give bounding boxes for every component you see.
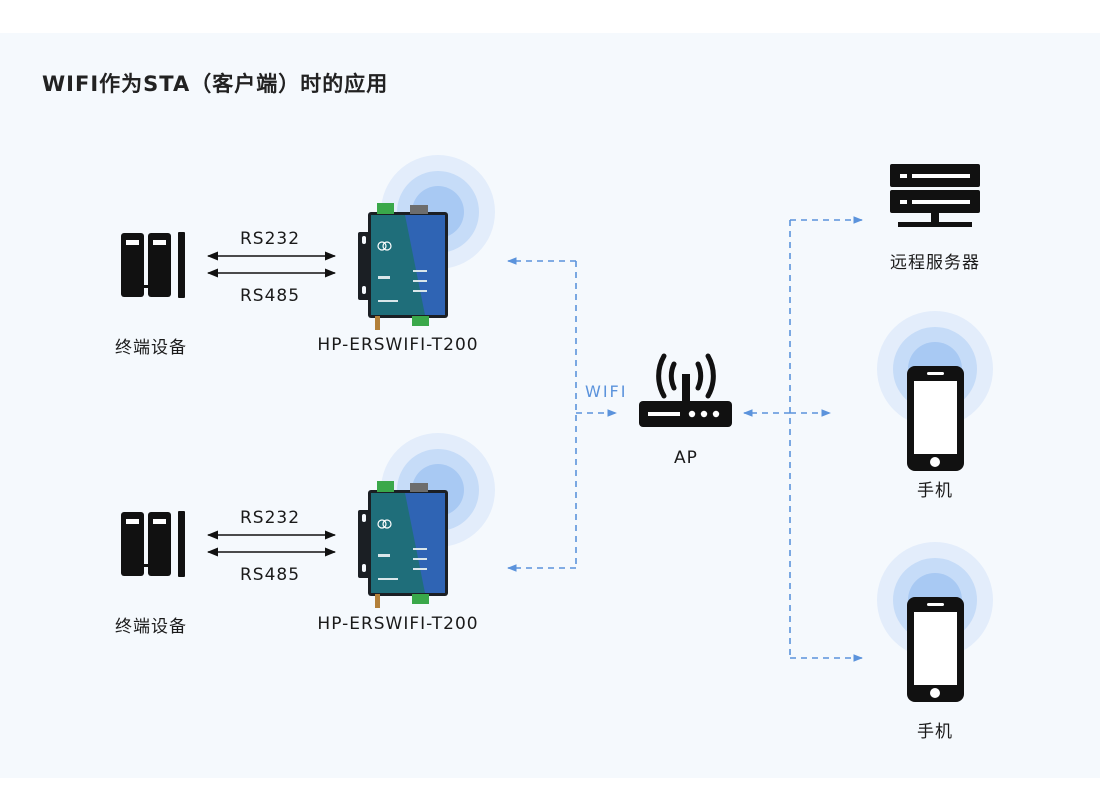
terminal-device-icon <box>121 232 185 298</box>
rs485-label: RS485 <box>239 565 301 585</box>
rs232-label: RS232 <box>239 229 301 249</box>
terminal-device-label: 终端设备 <box>115 338 187 358</box>
ap-connection-lines <box>743 216 863 662</box>
wifi-label: WIFI <box>585 382 628 401</box>
phone-icon <box>907 597 964 702</box>
phone-icon <box>907 366 964 471</box>
rs232-label: RS232 <box>239 508 301 528</box>
gateway-device-icon <box>358 481 448 608</box>
page-title: WIFI作为STA（客户端）时的应用 <box>42 72 389 96</box>
gateway-device-label: HP-ERSWIFI-T200 <box>317 335 479 355</box>
ap-label: AP <box>674 448 698 468</box>
wifi-connection-lines <box>507 257 617 572</box>
rs485-label: RS485 <box>239 286 301 306</box>
phone-label: 手机 <box>917 481 953 501</box>
gateway-device <box>358 433 495 608</box>
server-icon <box>890 164 980 227</box>
phone-label: 手机 <box>917 722 953 742</box>
gateway-device <box>358 155 495 330</box>
terminal-device-label: 终端设备 <box>115 617 187 637</box>
server-label: 远程服务器 <box>890 253 980 273</box>
terminal-device-icon <box>121 511 185 577</box>
router-icon <box>639 353 732 427</box>
gateway-device-label: HP-ERSWIFI-T200 <box>317 614 479 634</box>
gateway-device-icon <box>358 203 448 330</box>
phone-device <box>877 311 993 471</box>
phone-device <box>877 542 993 702</box>
